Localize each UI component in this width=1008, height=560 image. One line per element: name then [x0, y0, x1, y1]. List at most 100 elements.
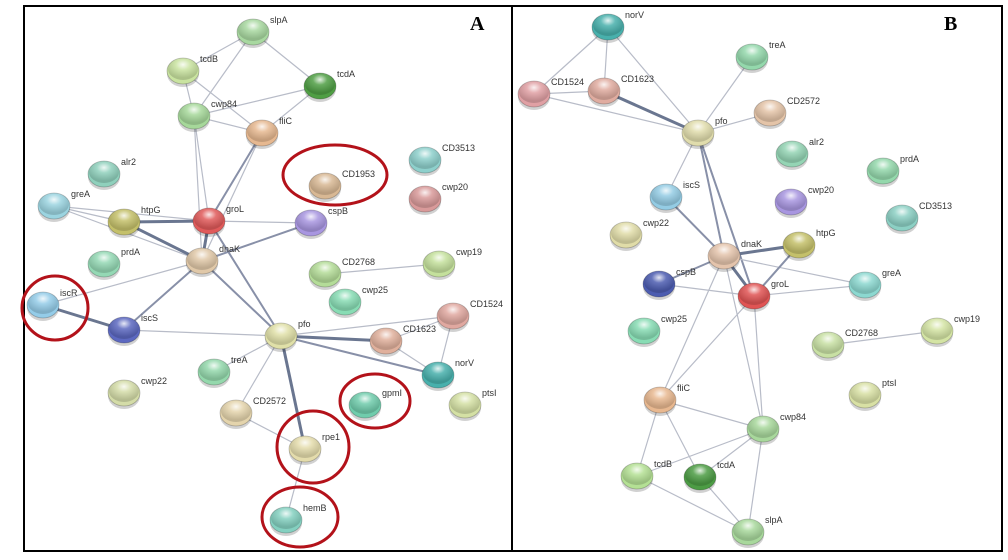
node-label: CD1623 — [621, 74, 654, 84]
edge-pfo-CD2572 — [235, 335, 282, 414]
node-htpG[interactable]: htpG — [782, 228, 836, 261]
edge-dnaK-pfo — [201, 260, 282, 337]
node-norV[interactable]: norV — [421, 358, 474, 391]
node-label: tcdA — [717, 460, 735, 470]
node-gloss — [644, 271, 674, 293]
node-fliC[interactable]: fliC — [245, 116, 292, 149]
node-CD1953[interactable]: CD1953 — [308, 169, 375, 202]
node-iscR[interactable]: iscR — [26, 288, 78, 321]
node-CD1623[interactable]: CD1623 — [587, 74, 654, 107]
node-gloss — [266, 323, 296, 345]
node-htpG[interactable]: htpG — [107, 205, 161, 238]
edge-cwp84-dnaK — [193, 115, 203, 262]
node-label: cwp25 — [362, 285, 388, 295]
node-tcdB[interactable]: tcdB — [166, 54, 218, 87]
node-cspB[interactable]: cspB — [294, 206, 348, 239]
node-groL[interactable]: groL — [192, 204, 244, 237]
node-rpe1[interactable]: rpe1 — [288, 432, 340, 465]
edge-norV-pfo — [607, 26, 699, 134]
edge-groL-pfo — [208, 220, 282, 337]
node-gloss — [410, 147, 440, 169]
node-label: fliC — [677, 383, 690, 393]
node-gloss — [733, 519, 763, 541]
panel-a-letter: A — [470, 13, 485, 35]
node-cwp25[interactable]: cwp25 — [627, 314, 687, 347]
node-alr2[interactable]: alr2 — [775, 137, 824, 170]
node-tcdB[interactable]: tcdB — [620, 459, 672, 492]
node-hemB[interactable]: hemB — [269, 503, 327, 536]
edge-pfo-dnaK — [697, 132, 725, 257]
node-dnaK[interactable]: dnaK — [707, 239, 762, 272]
node-label: rpe1 — [322, 432, 340, 442]
node-treA[interactable]: treA — [735, 40, 786, 73]
node-pfo[interactable]: pfo — [681, 116, 728, 149]
highlight-circle-gpmI — [338, 372, 412, 430]
highlight-circle-hemB — [260, 485, 340, 549]
node-fliC[interactable]: fliC — [643, 383, 690, 416]
edge-CD2768-cwp19 — [324, 263, 440, 275]
node-cwp84[interactable]: cwp84 — [746, 412, 806, 445]
node-label: alr2 — [809, 137, 824, 147]
node-cwp84[interactable]: cwp84 — [177, 99, 237, 132]
node-label: CD2572 — [787, 96, 820, 106]
node-slpA[interactable]: slpA — [731, 515, 783, 548]
node-greA[interactable]: greA — [848, 268, 901, 301]
node-CD1524[interactable]: CD1524 — [517, 77, 584, 110]
node-alr2[interactable]: alr2 — [87, 157, 136, 190]
node-greA[interactable]: greA — [37, 189, 90, 222]
node-gloss — [221, 400, 251, 422]
node-tcdA[interactable]: tcdA — [683, 460, 735, 493]
edge-groL-cspB — [658, 283, 755, 297]
node-prdA[interactable]: prdA — [866, 154, 919, 187]
edge-fliC-groL — [208, 132, 263, 222]
node-CD2572[interactable]: CD2572 — [753, 96, 820, 129]
node-prdA[interactable]: prdA — [87, 247, 140, 280]
edge-dnaK-greA — [723, 255, 866, 286]
node-CD1524[interactable]: CD1524 — [436, 299, 503, 332]
node-pfo[interactable]: pfo — [264, 319, 311, 352]
node-CD2768[interactable]: CD2768 — [811, 328, 878, 361]
node-cwp19[interactable]: cwp19 — [422, 247, 482, 280]
node-cwp22[interactable]: cwp22 — [107, 376, 167, 409]
node-gloss — [296, 210, 326, 232]
node-ptsI[interactable]: ptsI — [448, 388, 497, 421]
highlight-circle-rpe1 — [275, 409, 351, 485]
node-dnaK[interactable]: dnaK — [185, 244, 240, 277]
node-gloss — [271, 507, 301, 529]
node-gloss — [683, 120, 713, 142]
node-slpA[interactable]: slpA — [236, 15, 288, 48]
node-iscS[interactable]: iscS — [107, 313, 158, 346]
node-cwp22[interactable]: cwp22 — [609, 218, 669, 251]
node-label: pfo — [715, 116, 728, 126]
node-groL[interactable]: groL — [737, 279, 789, 312]
node-gloss — [109, 380, 139, 402]
node-CD3513[interactable]: CD3513 — [408, 143, 475, 176]
node-norV[interactable]: norV — [591, 10, 644, 43]
node-gloss — [755, 100, 785, 122]
node-gloss — [709, 243, 739, 265]
edge-dnaK-cwp84 — [723, 255, 764, 430]
panel-a: A slpA tcdB tcdA cwp84 fliC CD1953 CD3513 cwp20… — [20, 5, 513, 552]
panel-a-highlights — [20, 143, 412, 549]
node-gloss — [887, 205, 917, 227]
node-label: htpG — [816, 228, 836, 238]
node-CD1623[interactable]: CD1623 — [369, 324, 436, 357]
node-gloss — [438, 303, 468, 325]
node-cwp20[interactable]: cwp20 — [774, 185, 834, 218]
node-iscS[interactable]: iscS — [649, 180, 700, 213]
node-ptsI[interactable]: ptsI — [848, 378, 897, 411]
node-cwp20[interactable]: cwp20 — [408, 182, 468, 215]
node-CD3513[interactable]: CD3513 — [885, 201, 952, 234]
node-cwp19[interactable]: cwp19 — [920, 314, 980, 347]
node-label: fliC — [279, 116, 292, 126]
node-CD2768[interactable]: CD2768 — [308, 257, 375, 290]
node-cspB[interactable]: cspB — [642, 267, 696, 300]
node-gpmI[interactable]: gpmI — [348, 388, 402, 421]
node-tcdA[interactable]: tcdA — [303, 69, 355, 102]
node-gloss — [850, 382, 880, 404]
node-CD2572[interactable]: CD2572 — [219, 396, 286, 429]
node-gloss — [238, 19, 268, 41]
node-label: iscS — [683, 180, 700, 190]
node-treA[interactable]: treA — [197, 355, 248, 388]
node-cwp25[interactable]: cwp25 — [328, 285, 388, 318]
